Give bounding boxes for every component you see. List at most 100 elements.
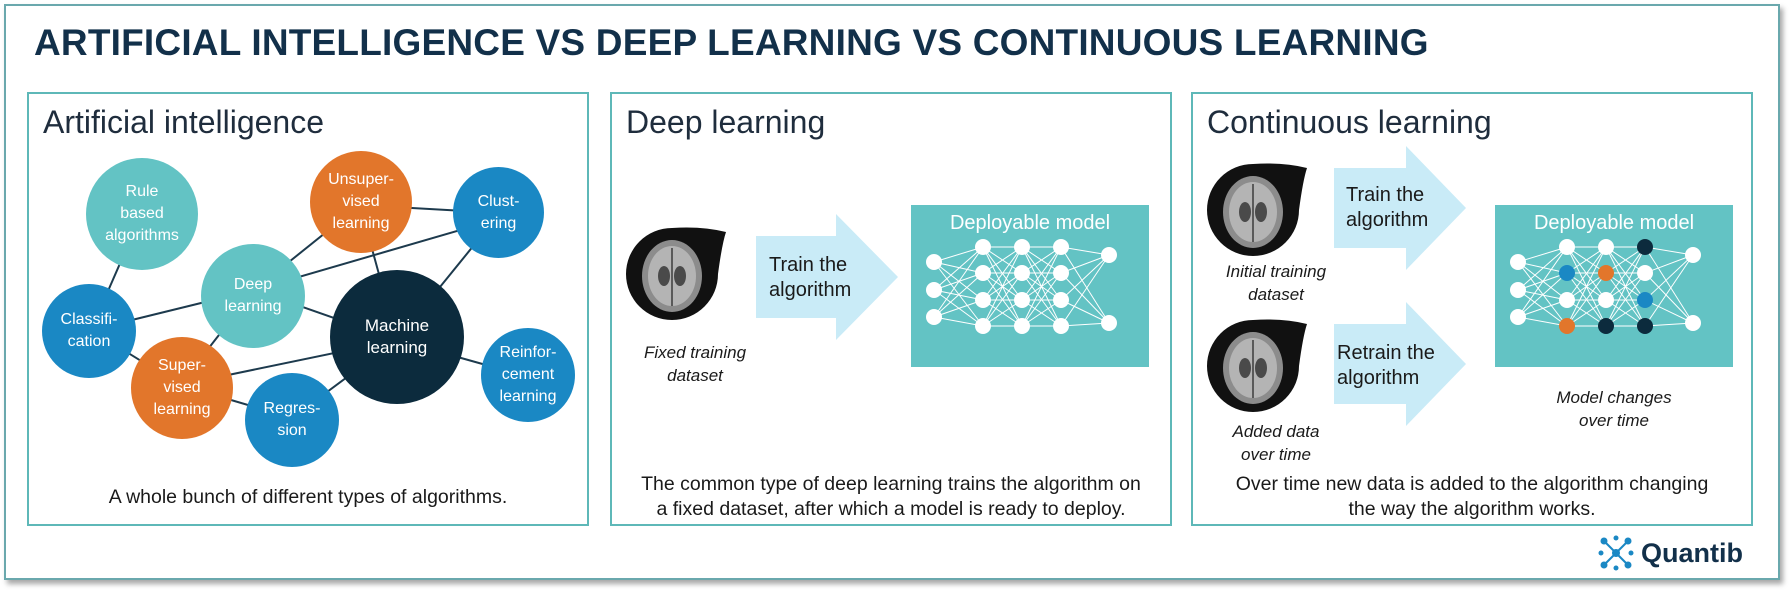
nn-node xyxy=(1637,292,1653,308)
nn-edge xyxy=(982,246,1023,301)
nn-edge xyxy=(1605,272,1646,327)
nn-edge xyxy=(1517,316,1568,327)
nn-edge xyxy=(933,272,984,318)
caption-deep: The common type of deep learning trains … xyxy=(610,472,1172,522)
added-data-label: Added data over time xyxy=(1232,422,1320,464)
nn-node xyxy=(1598,318,1614,334)
nn-edge xyxy=(1021,246,1062,327)
panel-title-continuous: Continuous learning xyxy=(1207,104,1492,140)
nn-node xyxy=(1685,315,1701,331)
nn-node xyxy=(1053,292,1069,308)
nn-edge xyxy=(1644,322,1694,327)
nn-edge xyxy=(1517,261,1568,327)
deployable-model-title: Deployable model xyxy=(949,212,1111,234)
train-arrow-label: Train the algorithm xyxy=(769,254,852,301)
caption-continuous-line1: Over time new data is added to the algor… xyxy=(1235,473,1709,495)
nn-node xyxy=(1685,247,1701,263)
quantib-logo-text: Quantib xyxy=(1641,538,1743,568)
nn-edge xyxy=(1060,322,1110,327)
bubble-machine-learning: Machine learning xyxy=(330,270,464,404)
nn-edge xyxy=(1644,254,1694,274)
initial-training-dataset-label: Initial training dataset xyxy=(1225,262,1327,304)
retrain-arrow xyxy=(1334,302,1466,426)
page-title: ARTIFICIAL INTELLIGENCE VS DEEP LEARNING… xyxy=(34,22,1429,63)
nn-edge xyxy=(933,299,984,318)
nn-edge xyxy=(1644,254,1694,327)
nn-node xyxy=(975,239,991,255)
panel-continuous-learning: Continuous learning xyxy=(1191,92,1753,526)
retrain-arrow-label: Retrain the algorithm xyxy=(1337,342,1435,389)
nn-edge xyxy=(1021,272,1062,327)
nn-edge xyxy=(1566,246,1607,327)
nn-edge xyxy=(1021,246,1062,301)
nn-node xyxy=(1101,315,1117,331)
bubble-clustering: Clust- ering xyxy=(453,167,544,258)
bubble-unsupervised-learning: Unsuper- vised learning xyxy=(310,151,412,253)
nn-node xyxy=(1510,282,1526,298)
nn-edge xyxy=(1517,246,1568,318)
nn-node xyxy=(975,265,991,281)
brain-scan-icon-added xyxy=(1207,319,1307,412)
nn-edge xyxy=(1060,254,1110,327)
nn-edge xyxy=(1517,246,1568,263)
nn-edge xyxy=(1517,299,1568,318)
panel-title-deep: Deep learning xyxy=(626,104,826,140)
nn-node xyxy=(926,309,942,325)
nn-node xyxy=(1637,318,1653,334)
nn-node xyxy=(1014,292,1030,308)
nn-edge xyxy=(1060,254,1110,274)
nn-node xyxy=(975,292,991,308)
nn-edge xyxy=(1566,246,1607,301)
nn-edge xyxy=(1517,272,1568,318)
nn-edge xyxy=(933,261,984,274)
nn-edge xyxy=(1605,246,1646,301)
nn-edge xyxy=(1566,272,1607,327)
nn-edge xyxy=(933,246,984,291)
fixed-training-dataset-label: Fixed training dataset xyxy=(643,343,747,385)
nn-edge xyxy=(933,246,984,318)
nn-node xyxy=(1637,265,1653,281)
model-changes-label: Model changes over time xyxy=(1556,388,1672,430)
bubble-classification: Classifi- cation xyxy=(42,284,136,378)
nn-edge xyxy=(982,246,1023,327)
nn-edge xyxy=(1060,254,1110,301)
train-arrow-continuous xyxy=(1334,146,1466,270)
bubble-supervised-learning: Super- vised learning xyxy=(131,337,233,439)
nn-edge xyxy=(1517,246,1568,291)
nn-edge xyxy=(1060,246,1110,256)
neural-network-diagram-continuous xyxy=(1510,239,1701,334)
brain-scan-icon xyxy=(626,227,726,320)
caption-ai: A whole bunch of different types of algo… xyxy=(108,486,508,508)
panel-artificial-intelligence: Artificial intelligence xyxy=(27,92,589,526)
train-arrow-continuous-label: Train the algorithm xyxy=(1346,184,1429,231)
nn-node xyxy=(926,254,942,270)
nn-edge xyxy=(1605,246,1646,327)
nn-edge xyxy=(1060,272,1110,324)
nn-node xyxy=(1510,254,1526,270)
nn-edge xyxy=(982,272,1023,327)
nn-node xyxy=(1053,318,1069,334)
nn-node xyxy=(975,318,991,334)
caption-deep-line1: The common type of deep learning trains … xyxy=(641,473,1141,495)
nn-node xyxy=(1014,318,1030,334)
nn-node xyxy=(1559,318,1575,334)
neural-network-diagram xyxy=(926,239,1117,334)
deployable-model-title-continuous: Deployable model xyxy=(1533,212,1695,234)
nn-node xyxy=(1559,292,1575,308)
nn-node xyxy=(1014,265,1030,281)
nn-edge xyxy=(933,316,984,327)
nn-node xyxy=(1510,309,1526,325)
caption-deep-line2: a fixed dataset, after which a model is … xyxy=(656,498,1126,520)
quantib-logo-icon xyxy=(1598,535,1634,571)
nn-node xyxy=(1053,265,1069,281)
nn-edge xyxy=(1644,246,1694,256)
caption-continuous: Over time new data is added to the algor… xyxy=(1191,472,1753,522)
nn-edge xyxy=(1644,246,1694,324)
nn-node xyxy=(1598,265,1614,281)
bubble-regression: Regres- sion xyxy=(245,373,339,467)
brain-scan-icon-initial xyxy=(1207,163,1307,256)
nn-node xyxy=(1559,265,1575,281)
bubble-reinforcement-learning: Reinfor- cement learning xyxy=(481,328,575,422)
nn-edge xyxy=(933,246,984,263)
nn-edge xyxy=(1644,254,1694,301)
